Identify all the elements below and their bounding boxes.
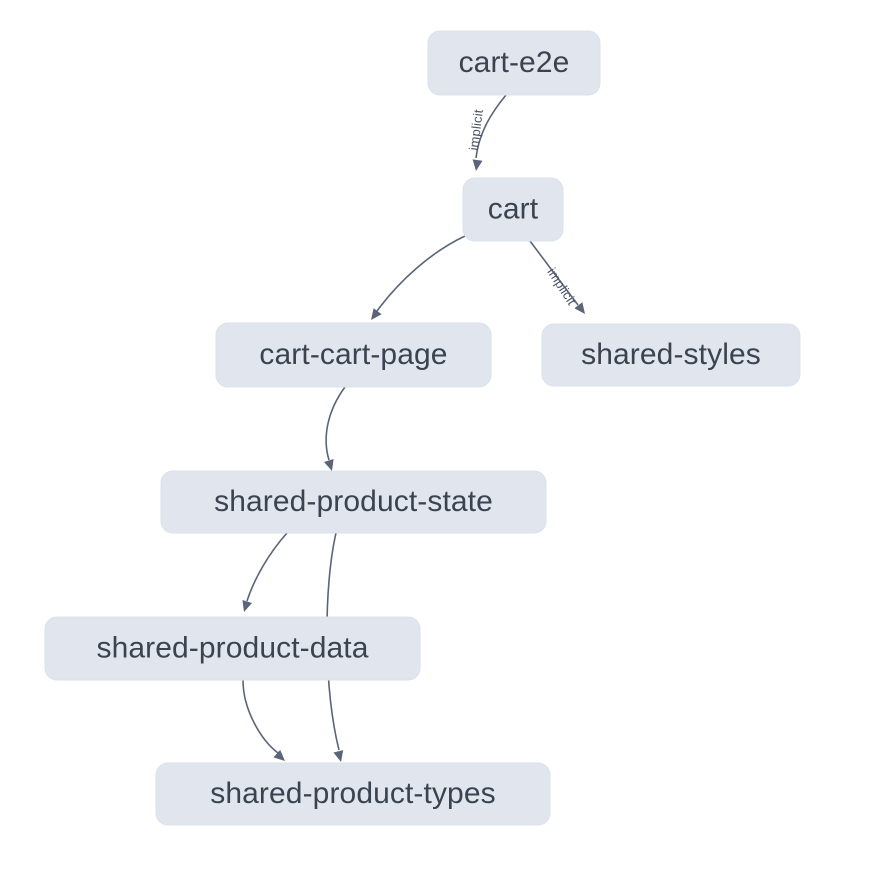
node-label: shared-styles — [581, 338, 761, 371]
edge-label: implicit — [466, 108, 486, 151]
nodes-layer: cart-e2e cart cart-cart-page shared-styles s… — [44, 30, 801, 826]
arrowhead-icon — [333, 750, 344, 762]
edge-shared-product-data-to-shared-product-types — [242, 679, 285, 761]
node-box[interactable] — [155, 762, 551, 826]
edge-line — [242, 679, 279, 754]
edge-line — [529, 240, 579, 306]
node-cart-cart-page[interactable]: cart-cart-page — [215, 322, 492, 388]
node-box[interactable] — [427, 30, 601, 96]
arrowhead-icon — [371, 308, 382, 320]
edge-line — [475, 94, 507, 159]
node-label: shared-product-state — [214, 485, 493, 518]
node-box[interactable] — [44, 616, 421, 681]
node-shared-product-state[interactable]: shared-product-state — [160, 470, 547, 534]
node-cart[interactable]: cart — [462, 177, 564, 242]
node-shared-product-types[interactable]: shared-product-types — [155, 762, 551, 826]
node-box[interactable] — [215, 322, 492, 388]
arrowhead-icon — [242, 600, 252, 612]
edge-shared-product-state-to-shared-product-data — [242, 532, 288, 612]
edge-line — [246, 532, 288, 602]
node-label: cart — [488, 192, 539, 225]
node-box[interactable] — [462, 177, 564, 242]
node-shared-product-data[interactable]: shared-product-data — [44, 616, 421, 681]
edge-cart-to-shared-styles — [529, 240, 585, 314]
arrowhead-icon — [574, 302, 585, 314]
arrowhead-icon — [472, 159, 483, 171]
arrowhead-icon — [324, 459, 334, 471]
node-box[interactable] — [160, 470, 547, 534]
node-shared-styles[interactable]: shared-styles — [541, 323, 801, 387]
edge-cart-to-cart-cart-page — [371, 235, 466, 320]
edge-cart-cart-page-to-shared-product-state — [324, 386, 346, 471]
node-box[interactable] — [541, 323, 801, 387]
edge-line — [325, 386, 346, 461]
edge-line — [376, 235, 466, 312]
node-label: cart-e2e — [459, 46, 570, 79]
node-label: shared-product-types — [210, 777, 495, 810]
node-cart-e2e[interactable]: cart-e2e — [427, 30, 601, 96]
edge-cart-e2e-to-cart — [472, 94, 507, 171]
node-label: shared-product-data — [96, 631, 368, 664]
arrowhead-icon — [273, 749, 285, 761]
node-label: cart-cart-page — [259, 338, 447, 371]
edge-label: implicit — [544, 265, 579, 308]
